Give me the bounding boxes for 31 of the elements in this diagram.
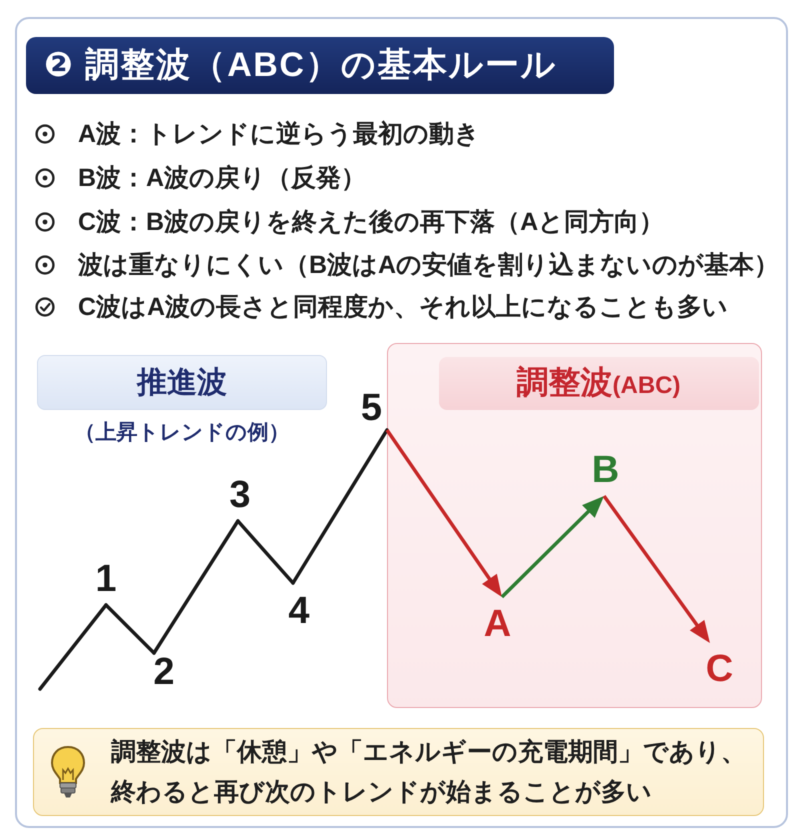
heading-note: (ABC): [612, 370, 680, 400]
arrow: [500, 496, 604, 598]
wave-line: [38, 603, 108, 691]
arrow: [386, 429, 502, 597]
wave-line: [236, 519, 295, 585]
rule-text: B波：A波の戻り（反発）: [78, 163, 366, 194]
tip-box: [33, 728, 764, 816]
header-box: [37, 355, 327, 410]
wave-label: B: [592, 450, 620, 496]
heading-text: 推進波: [137, 365, 227, 401]
wave-label: 2: [151, 653, 177, 691]
title: ❷ 調整波（ABC）の基本ルール: [43, 45, 557, 86]
wave-line: [104, 603, 156, 655]
rule-text: A波：トレンドに逆らう最初の動き: [78, 119, 480, 150]
wave-label: 1: [93, 560, 119, 605]
rule-text: C波はA波の長さと同程度か、それ以上になることも多い: [78, 292, 728, 323]
wave-line: [152, 519, 240, 655]
wave-label: 5: [356, 389, 387, 430]
heading-text: 調整波: [516, 362, 612, 402]
rule-text: 波は重なりにくい（B波はAの安値を割り込まないのが基本）: [78, 250, 780, 281]
arrow: [602, 494, 710, 643]
wave-label: 4: [286, 583, 312, 630]
wave-label: A: [484, 596, 512, 642]
wave-line: [291, 428, 389, 585]
tip-text: 調整波は「休憩」や「エネルギーの充電期間」であり、終わると再び次のトレンドが始まることが多い: [111, 737, 747, 808]
correction-panel: [387, 343, 762, 708]
header-box: [438, 356, 758, 410]
caption-text: （上昇トレンドの例）: [74, 420, 290, 446]
wave-label: C: [706, 642, 734, 688]
wave-label: 3: [227, 476, 253, 521]
rule-text: C波：B波の戻りを終えた後の再下落（Aと同方向）: [78, 207, 664, 238]
